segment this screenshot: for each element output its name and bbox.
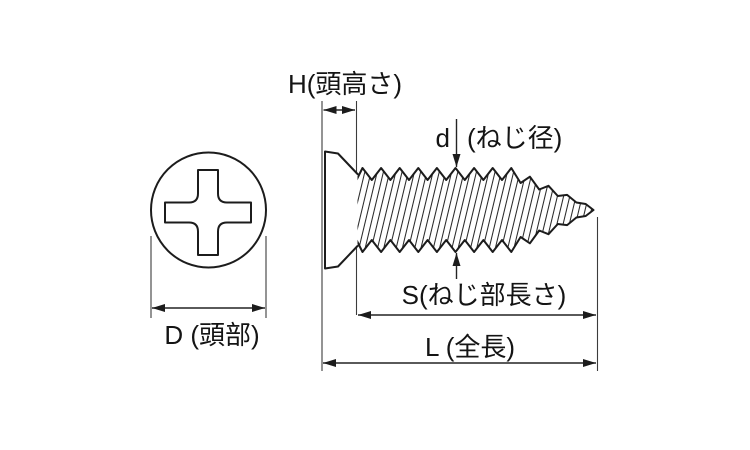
thread-hatch-line (449, 168, 474, 252)
thread-hatch-line (598, 162, 621, 258)
dimension-labels: H(頭高さ) d (ねじ径) D (頭部) S(ねじ部長さ) L (全長) (164, 69, 566, 362)
label-head-diameter: D (頭部) (164, 320, 259, 350)
thread-hatch-line (430, 168, 455, 252)
thread-hatch-line (393, 168, 418, 252)
thread-hatch-line (380, 168, 405, 252)
screw-side-view (324, 150, 621, 270)
thread-hatch-line (356, 168, 381, 252)
thread-hatch-line (411, 168, 436, 252)
thread-hatch-line (399, 168, 424, 252)
label-thread-length: S(ねじ部長さ) (402, 280, 567, 310)
thread-hatch-line (356, 168, 368, 252)
thread-hatch-line (492, 168, 517, 252)
extension-lines (150, 101, 599, 371)
screw-head-circle (150, 151, 267, 269)
label-thread-diameter-symbol: d (436, 123, 450, 153)
thread-hatch-line (473, 168, 498, 252)
screw-front-view (150, 151, 267, 269)
phillips-cross-recess-icon (164, 169, 252, 256)
thread-hatch-line (591, 168, 594, 252)
label-head-height: H(頭高さ) (288, 69, 402, 99)
thread-hatch-line (455, 168, 480, 252)
screw-head-side (325, 151, 358, 269)
dimension-lines (152, 106, 596, 367)
thread-hatch-line (467, 168, 492, 252)
thread-hatch-line (486, 168, 511, 252)
thread-hatch-line (436, 168, 461, 252)
thread-hatch-line (418, 168, 443, 252)
thread-hatch-line (362, 168, 387, 252)
label-total-length: L (全長) (425, 332, 515, 362)
label-thread-diameter: (ねじ径) (467, 123, 562, 153)
thread-hatch-line (374, 168, 399, 252)
thread-outline (355, 167, 595, 253)
screw-head-side-outline (324, 150, 359, 270)
